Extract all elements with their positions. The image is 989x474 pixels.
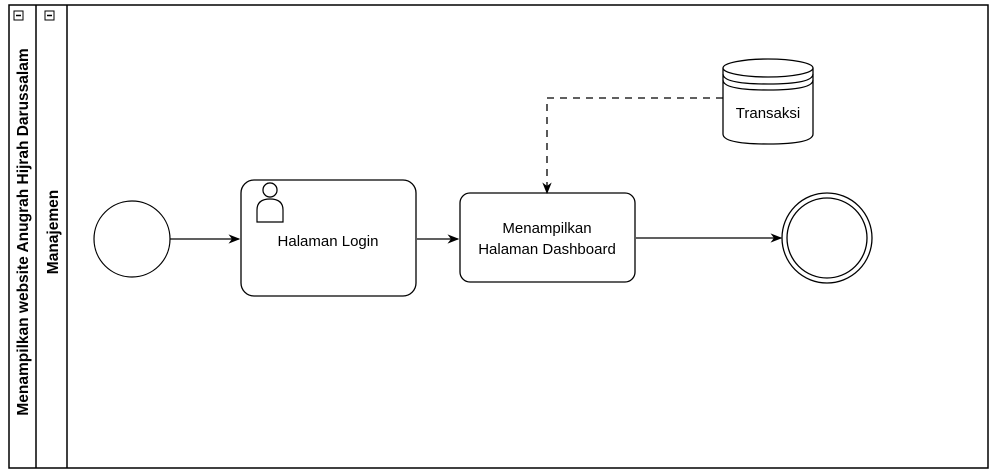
end-event[interactable]	[781, 192, 873, 284]
start-event[interactable]	[93, 200, 171, 278]
task-halaman-login[interactable]: Halaman Login	[240, 179, 417, 297]
lane-collapse-button[interactable]	[44, 10, 55, 21]
lane-label: Manajemen	[45, 190, 62, 274]
task-dashboard-label-line2: Halaman Dashboard	[478, 241, 616, 258]
task-dashboard-label-line1: Menampilkan	[502, 220, 591, 237]
pool-label: Menampilkan website Anugrah Hijrah Darus…	[15, 48, 32, 415]
data-association-transaksi[interactable]	[542, 97, 723, 195]
task-login-label: Halaman Login	[278, 233, 379, 250]
data-store-label: Transaksi	[736, 105, 800, 122]
pool-collapse-button[interactable]	[13, 10, 24, 21]
task-halaman-dashboard[interactable]: Menampilkan Halaman Dashboard	[459, 192, 636, 283]
data-store-transaksi[interactable]: Transaksi	[722, 58, 814, 145]
user-icon	[256, 182, 284, 223]
